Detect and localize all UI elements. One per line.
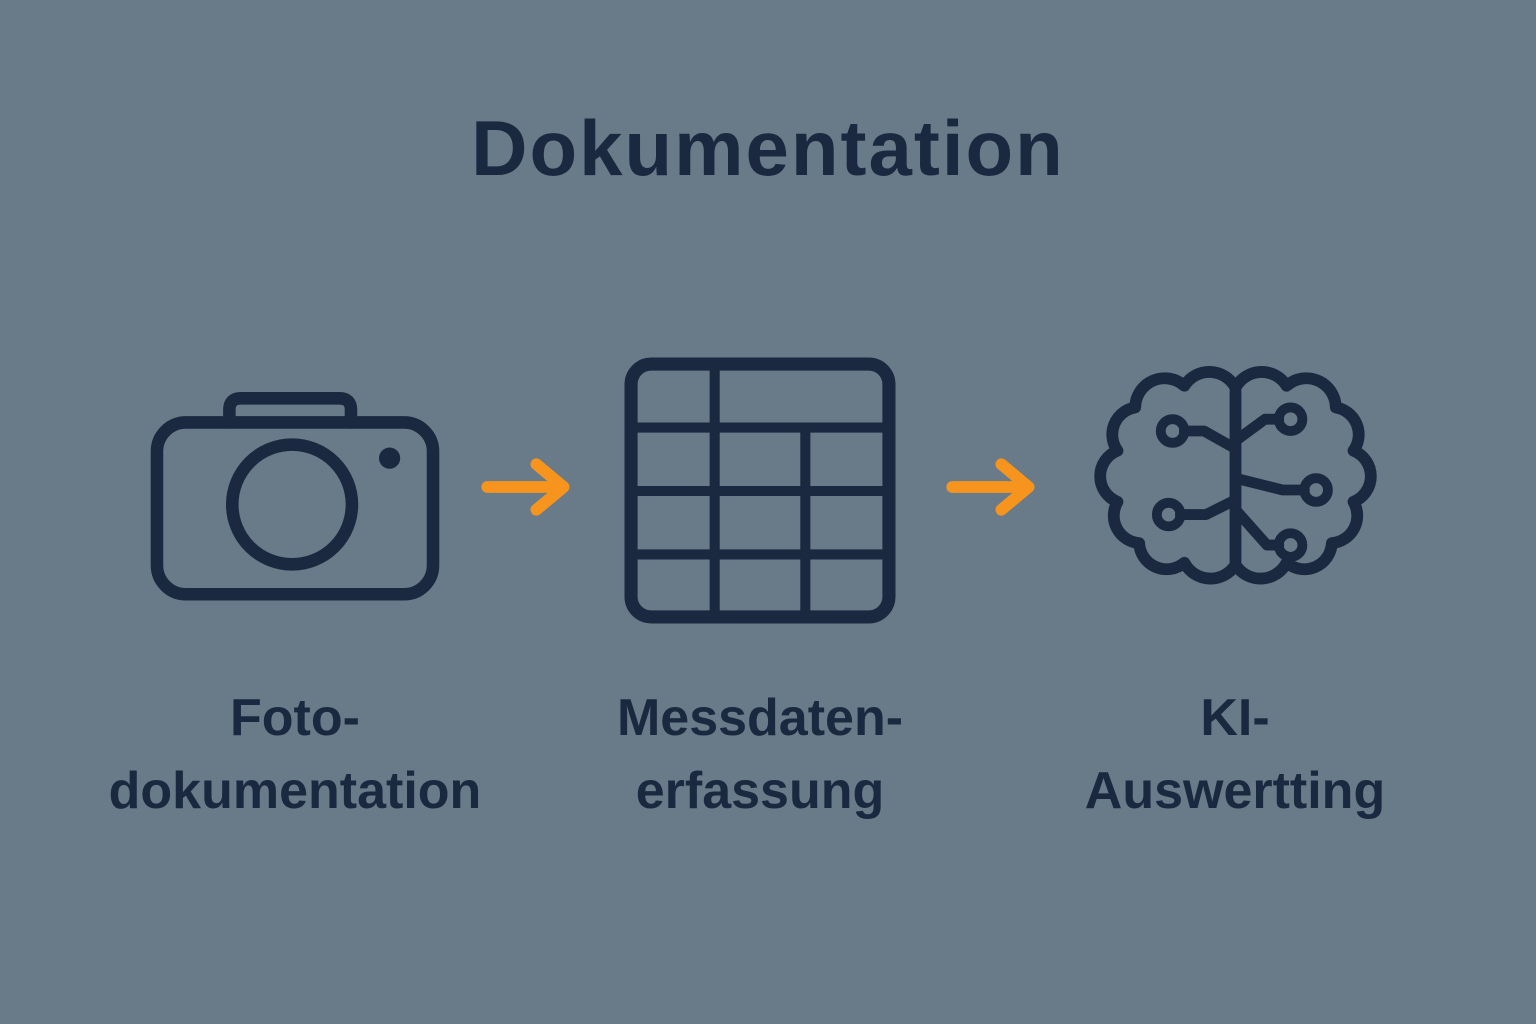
- arrow-right-icon: [480, 455, 580, 519]
- step-label: Foto- dokumentation: [109, 682, 482, 828]
- table-icon: [624, 330, 896, 650]
- step-label-line1: Messdaten-: [616, 689, 904, 747]
- step-label-line2: Auswertting: [1084, 761, 1386, 820]
- arrow-right-icon-svg: [481, 458, 570, 516]
- step-label-line2: dokumentation: [108, 761, 482, 820]
- step-label-line1: Foto-: [230, 689, 360, 747]
- step-label-line1: KI-: [1200, 689, 1270, 747]
- brain-icon: [1088, 330, 1383, 650]
- camera-icon: [150, 330, 440, 650]
- arrow-right-icon-svg: [946, 458, 1035, 516]
- arrow-right-icon: [945, 455, 1045, 519]
- diagram-title: Dokumentation: [471, 104, 1065, 192]
- brain-icon-svg: [1093, 366, 1377, 585]
- camera-icon-svg: [150, 392, 440, 601]
- step-messdaten-erfassung: Messdaten- erfassung: [530, 330, 990, 828]
- step-ki-auswertung: KI- Auswertting: [1005, 330, 1465, 828]
- step-foto-dokumentation: Foto- dokumentation: [65, 330, 525, 828]
- step-label-line2: erfassung: [635, 761, 885, 820]
- step-label: Messdaten- erfassung: [617, 682, 903, 828]
- table-icon-svg: [624, 357, 896, 623]
- step-label: KI- Auswertting: [1085, 682, 1385, 828]
